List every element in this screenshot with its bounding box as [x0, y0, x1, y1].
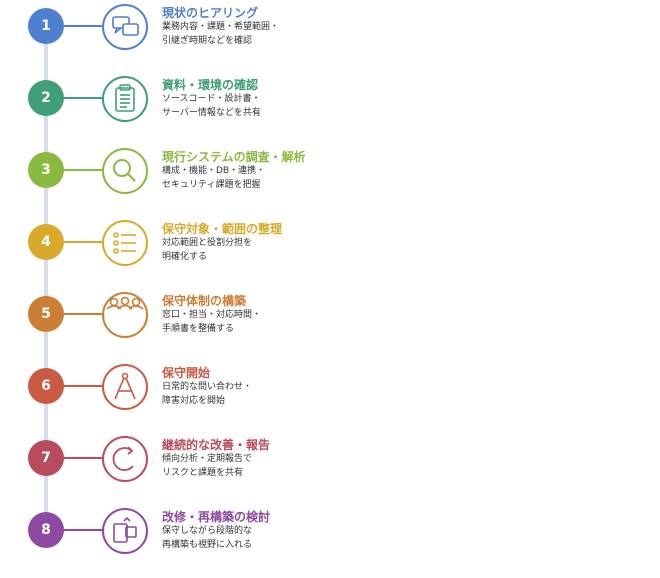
step-title: 継続的な改善・報告 — [162, 438, 271, 452]
compass-icon — [102, 364, 148, 410]
step-5: 5 保守体制の構築 窓口・担当・対応時間・ 手順書を整備する — [0, 290, 660, 362]
step-7: 7 継続的な改善・報告 傾向分析・定期報告で リスクと課題を共有 — [0, 434, 660, 506]
connector-line — [64, 457, 102, 459]
step-2: 2 資料・環境の確認 ソースコード・設計書・ サーバー情報などを共有 — [0, 74, 660, 146]
checklist-icon — [102, 220, 148, 266]
step-number: 7 — [28, 440, 64, 476]
step-3: 3 現行システムの調査・解析 構成・機能・DB・連携・ セキュリティ課題を把握 — [0, 146, 660, 218]
connector-line — [64, 97, 102, 99]
connector-line — [64, 529, 102, 531]
step-number: 1 — [28, 8, 64, 44]
step-description: 業務内容・課題・希望範囲・ 引継ぎ時期などを確認 — [162, 22, 280, 46]
step-title: 改修・再構築の検討 — [162, 510, 271, 524]
step-title: 保守体制の構築 — [162, 294, 247, 308]
clipboard-icon — [102, 76, 148, 122]
step-number: 2 — [28, 80, 64, 116]
step-title: 保守対象・範囲の整理 — [162, 222, 283, 236]
step-6: 6 保守開始 日常的な問い合わせ・ 障害対応を開始 — [0, 362, 660, 434]
connector-line — [64, 385, 102, 387]
step-description: 傾向分析・定期報告で リスクと課題を共有 — [162, 454, 253, 478]
step-description: 対応範囲と役割分担を 明確化する — [162, 238, 253, 262]
connector-line — [64, 241, 102, 243]
refresh-icon — [102, 436, 148, 482]
step-number: 5 — [28, 296, 64, 332]
connector-line — [64, 169, 102, 171]
step-title: 保守開始 — [162, 366, 211, 380]
rebuild-icon — [102, 508, 148, 554]
connector-line — [64, 25, 102, 27]
step-description: 保守しながら段階的な 再構築も視野に入れる — [162, 526, 253, 550]
team-icon — [102, 292, 148, 338]
step-4: 4 保守対象・範囲の整理 対応範囲と役割分担を 明確化する — [0, 218, 660, 290]
step-number: 4 — [28, 224, 64, 260]
chat-bubbles-icon — [102, 4, 148, 50]
step-title: 資料・環境の確認 — [162, 78, 259, 92]
step-number: 3 — [28, 152, 64, 188]
step-8: 8 改修・再構築の検討 保守しながら段階的な 再構築も視野に入れる — [0, 506, 660, 578]
step-description: 構成・機能・DB・連携・ セキュリティ課題を把握 — [162, 166, 266, 190]
timeline-spine — [44, 24, 48, 528]
step-title: 現状のヒアリング — [162, 6, 259, 20]
step-description: ソースコード・設計書・ サーバー情報などを共有 — [162, 94, 261, 118]
connector-line — [64, 313, 102, 315]
step-title: 現行システムの調査・解析 — [162, 150, 306, 164]
step-number: 8 — [28, 512, 64, 548]
step-description: 窓口・担当・対応時間・ 手順書を整備する — [162, 310, 262, 334]
magnifier-icon — [102, 148, 148, 194]
step-number: 6 — [28, 368, 64, 404]
step-1: 1 現状のヒアリング 業務内容・課題・希望範囲・ 引継ぎ時期などを確認 — [0, 2, 660, 74]
step-description: 日常的な問い合わせ・ 障害対応を開始 — [162, 382, 253, 406]
